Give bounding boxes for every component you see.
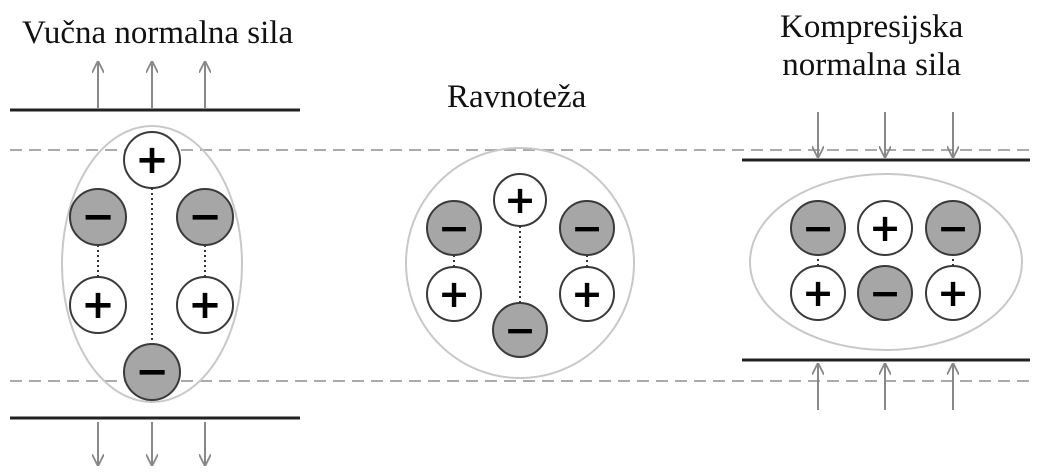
svg-text:+: + [81, 282, 115, 328]
panel-compression: − + − + − + [742, 112, 1030, 410]
svg-text:−: − [802, 206, 834, 250]
compression-label-line: Kompresijska [780, 9, 964, 45]
ion-negative: − [123, 343, 181, 401]
ion-positive: + [176, 276, 234, 334]
panel-equilibrium: + − − + + − [405, 147, 635, 379]
crystal-ellipse [749, 173, 1023, 351]
ion-positive: + [493, 173, 547, 227]
svg-text:−: − [504, 308, 536, 352]
svg-text:+: + [869, 206, 901, 250]
svg-text:+: + [937, 271, 969, 315]
ion-positive: + [426, 266, 482, 322]
ion-negative: − [69, 188, 127, 246]
equilibrium-label: Ravnoteža [447, 79, 587, 115]
ion-positive: + [790, 265, 846, 321]
ion-positive: + [559, 266, 615, 322]
crystal-ellipse [405, 147, 635, 379]
svg-text:−: − [937, 206, 969, 250]
svg-text:+: + [504, 178, 536, 222]
svg-text:−: − [869, 271, 901, 315]
ion-positive: + [925, 265, 981, 321]
svg-text:−: − [571, 206, 603, 250]
svg-text:−: − [188, 194, 222, 240]
ion-negative: − [492, 302, 548, 358]
crystal-ellipse [61, 125, 243, 403]
svg-text:−: − [135, 349, 169, 395]
ion-negative: − [176, 188, 234, 246]
svg-text:+: + [571, 272, 603, 316]
svg-text:+: + [135, 137, 169, 183]
compression-label-line: normalna sila [782, 47, 961, 83]
compression-label: Kompresijska normalna sila [780, 8, 963, 84]
svg-text:+: + [802, 271, 834, 315]
svg-text:+: + [188, 282, 222, 328]
panel-tension: + − − + + − [10, 62, 300, 465]
ion-positive: + [857, 200, 913, 256]
ion-negative: − [857, 265, 913, 321]
tension-label: Vučna normalna sila [22, 15, 294, 51]
svg-text:+: + [438, 272, 470, 316]
ion-positive: + [69, 276, 127, 334]
ion-negative: − [790, 200, 846, 256]
ion-negative: − [426, 200, 482, 256]
svg-text:−: − [81, 194, 115, 240]
ion-negative: − [559, 200, 615, 256]
ion-negative: − [925, 200, 981, 256]
ion-positive: + [123, 131, 181, 189]
svg-text:−: − [438, 206, 470, 250]
